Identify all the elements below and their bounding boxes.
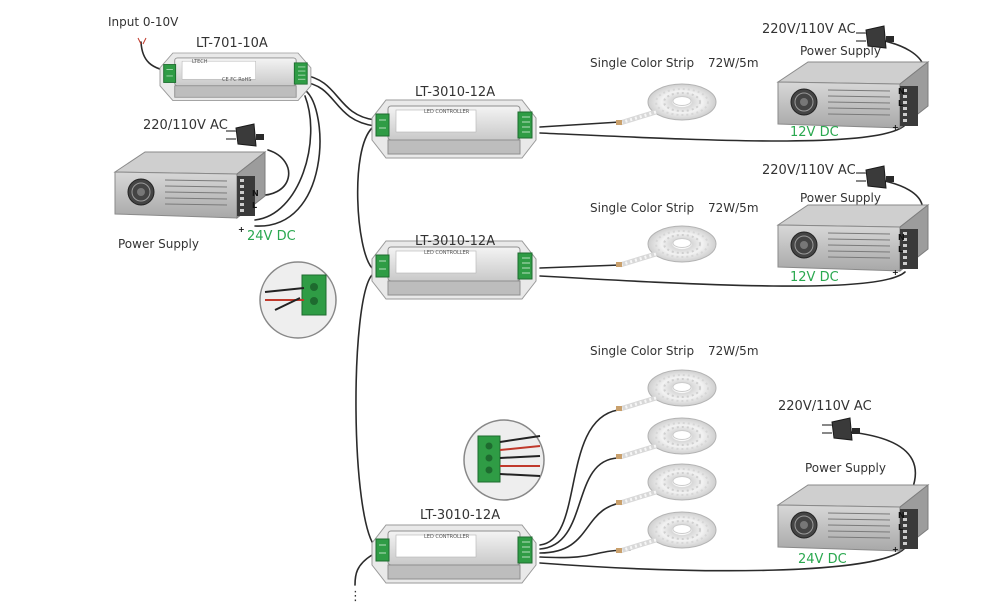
controller-1: LED CONTROLLER LT-3010-12A — [371, 85, 537, 159]
ac-label-right-2: 220V/110V AC — [762, 163, 856, 178]
ctrl1-to-strip — [539, 121, 621, 128]
psu-r3-pin-l: L — [898, 523, 903, 532]
controller-2-model: LT-3010-12A — [415, 234, 495, 249]
dc-24-r3: 24V DC — [798, 552, 847, 567]
strip-2-power: 72W/5m — [708, 201, 759, 215]
dimmer-to-ctrl1-wire — [302, 74, 376, 121]
strip-1-power: 72W/5m — [708, 56, 759, 70]
psu-r1-pin-l: L — [898, 99, 903, 108]
psu-left-label: Power Supply — [118, 237, 199, 251]
strip-reel-3c — [616, 464, 716, 505]
psu-left-pin-n: N — [252, 189, 259, 198]
dimmer-to-psu-wire — [254, 89, 321, 227]
power-supply-left: N L + — [114, 151, 266, 234]
psu-r3-label: Power Supply — [805, 461, 886, 475]
ctrl2-to-strip — [539, 264, 621, 269]
controller-1-model: LT-3010-12A — [415, 85, 495, 100]
psu-left-pin-plus: + — [238, 225, 245, 234]
strip-3-label: Single Color Strip — [590, 344, 694, 358]
ac-plug-left — [225, 123, 265, 147]
ac-plug-right-2 — [855, 165, 895, 189]
power-supply-right-2: N L + — [777, 204, 929, 277]
strip-3-power: 72W/5m — [708, 344, 759, 358]
psu-r1-pin-n: N — [898, 87, 905, 96]
dimmer-model-label: LT-701-10A — [196, 36, 268, 51]
bus-wire-1 — [356, 127, 373, 269]
strip-reel-2 — [616, 226, 716, 267]
controller-3-model: LT-3010-12A — [420, 508, 500, 523]
dimmer-cert: CE FC RoHS — [222, 77, 251, 83]
strip-1-label: Single Color Strip — [590, 56, 694, 70]
input-leads — [137, 37, 147, 45]
psu-r2-pin-plus: + — [892, 268, 899, 277]
ctrl3-to-psu — [539, 547, 906, 572]
power-supply-right-3: N L + — [777, 484, 929, 554]
continuation-dots: ⋮ — [349, 589, 362, 604]
bus-wire-2 — [355, 274, 377, 549]
ctrl3-to-strip2 — [539, 457, 619, 550]
dimmer-lt-701: LTECH CE FC RoHS LT-701-10A — [159, 36, 312, 102]
bus-wire-3 — [354, 554, 373, 586]
power-supply-right-1: N L + — [777, 61, 929, 132]
ac-label-left: 220/110V AC — [143, 118, 228, 133]
psu-r3-pin-n: N — [898, 511, 905, 520]
dimmer-to-ctrl1-wire-2 — [302, 81, 376, 127]
psu-r3-pin-plus: + — [892, 545, 899, 554]
ctrl3-to-strip3 — [539, 501, 629, 554]
terminal-detail-1 — [259, 261, 337, 339]
controller-2-brand: LED CONTROLLER — [424, 250, 470, 256]
ac-label-right-1: 220V/110V AC — [762, 22, 856, 37]
psu-r2-pin-n: N — [898, 233, 905, 242]
terminal-detail-2 — [463, 419, 545, 501]
psu-r1-label: Power Supply — [800, 44, 881, 58]
strip-reel-1 — [616, 84, 716, 125]
controller-3: LED CONTROLLER LT-3010-12A — [371, 508, 537, 584]
ac-plug-right-3 — [821, 417, 861, 441]
ac-label-right-3: 220V/110V AC — [778, 399, 872, 414]
psu-r1-pin-plus: + — [892, 123, 899, 132]
strip-reel-3d — [616, 512, 716, 553]
psu-left-pin-l: L — [252, 201, 257, 210]
dc-24-left: 24V DC — [247, 229, 296, 244]
dimmer-brand: LTECH — [192, 59, 208, 65]
psu-r2-pin-l: L — [898, 245, 903, 254]
ctrl3-to-strip1 — [539, 409, 619, 546]
ctrl2-to-psu — [539, 271, 906, 287]
dimmer-to-psu-wire-2 — [254, 95, 312, 221]
strip-reel-3b — [616, 418, 716, 459]
controller-3-brand: LED CONTROLLER — [424, 534, 470, 540]
controller-2: LED CONTROLLER LT-3010-12A — [371, 234, 537, 300]
strip-reel-3a — [616, 370, 716, 411]
input-label: Input 0-10V — [108, 15, 179, 29]
dc-12-r2: 12V DC — [790, 270, 839, 285]
psu-r2-label: Power Supply — [800, 191, 881, 205]
strip-2-label: Single Color Strip — [590, 201, 694, 215]
dc-12-r1: 12V DC — [790, 125, 839, 140]
ctrl1-to-psu — [539, 124, 906, 142]
controller-1-brand: LED CONTROLLER — [424, 109, 470, 115]
